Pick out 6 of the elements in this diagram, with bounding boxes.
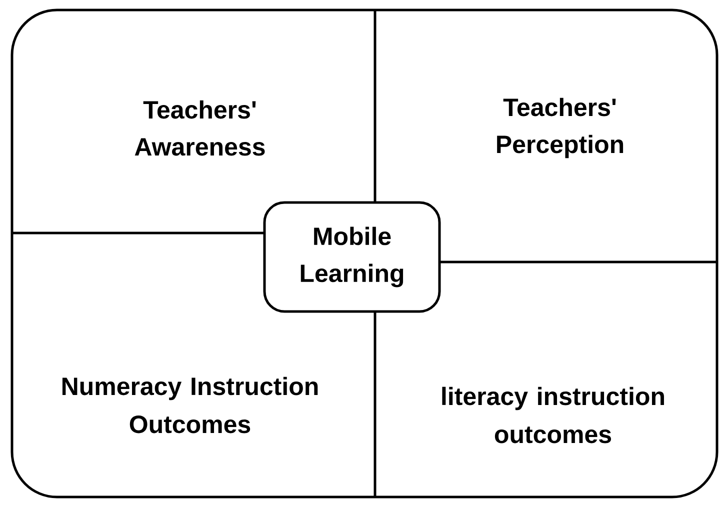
quadrant-label: literacy instruction outcomes bbox=[442, 386, 664, 444]
quadrant-label: Numeracy Instruction Outcomes bbox=[62, 376, 318, 434]
quadrant-label: Teachers' Perception bbox=[497, 98, 624, 158]
outer-frame bbox=[10, 8, 718, 498]
quadrant-label: Teachers' Awareness bbox=[134, 100, 265, 156]
center-box: Mobile Learning bbox=[263, 201, 441, 313]
